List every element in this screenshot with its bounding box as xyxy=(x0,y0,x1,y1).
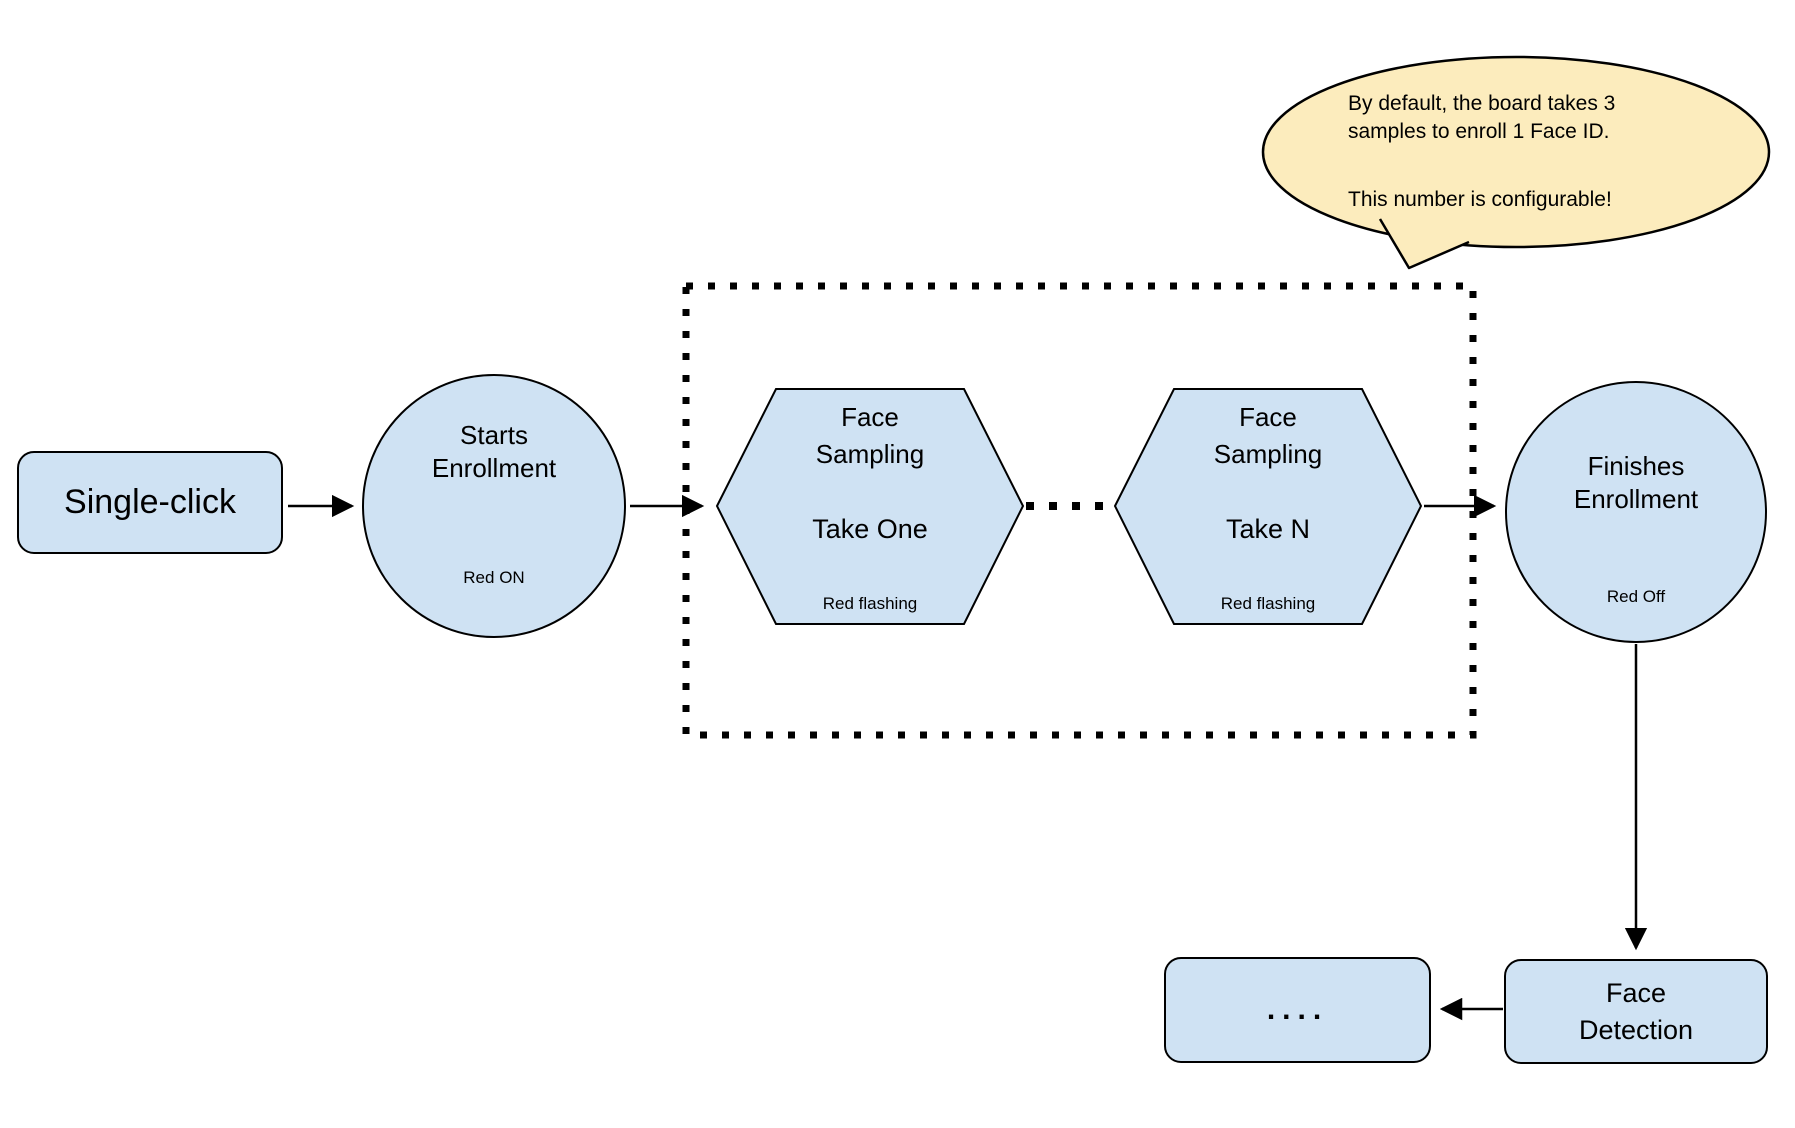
face-sampling-one-take: Take One xyxy=(812,514,928,544)
continuation-label: .... xyxy=(1266,993,1329,1026)
callout-bubble xyxy=(1261,55,1771,249)
starts-enrollment-node xyxy=(362,374,626,638)
callout-bubble-tail xyxy=(1378,218,1470,270)
finishes-enrollment-node xyxy=(1505,381,1767,643)
face-sampling-take-n-node xyxy=(1113,388,1423,625)
face-sampling-take-one-node xyxy=(715,388,1025,625)
callout-paragraph-1: By default, the board takes 3 samples to… xyxy=(1348,92,1616,143)
continuation-node xyxy=(1164,957,1431,1063)
face-sampling-one-title: Face Sampling xyxy=(815,402,925,469)
face-sampling-n-take: Take N xyxy=(1225,514,1311,544)
finishes-enrollment-label: Finishes Enrollment xyxy=(1573,451,1699,514)
face-detection-label: Face Detection xyxy=(1578,977,1694,1045)
starts-enrollment-label: Starts Enrollment xyxy=(431,420,557,483)
callout-paragraph-2: This number is configurable! xyxy=(1348,188,1612,211)
single-click-node xyxy=(17,451,283,554)
face-sampling-n-title: Face Sampling xyxy=(1213,402,1323,469)
face-detection-node xyxy=(1504,959,1768,1064)
finishes-enrollment-status: Red Off xyxy=(1606,587,1666,606)
starts-enrollment-status: Red ON xyxy=(463,568,525,587)
face-sampling-n-status: Red flashing xyxy=(1220,594,1316,613)
face-sampling-one-status: Red flashing xyxy=(822,594,918,613)
single-click-label: Single-click xyxy=(64,483,236,521)
